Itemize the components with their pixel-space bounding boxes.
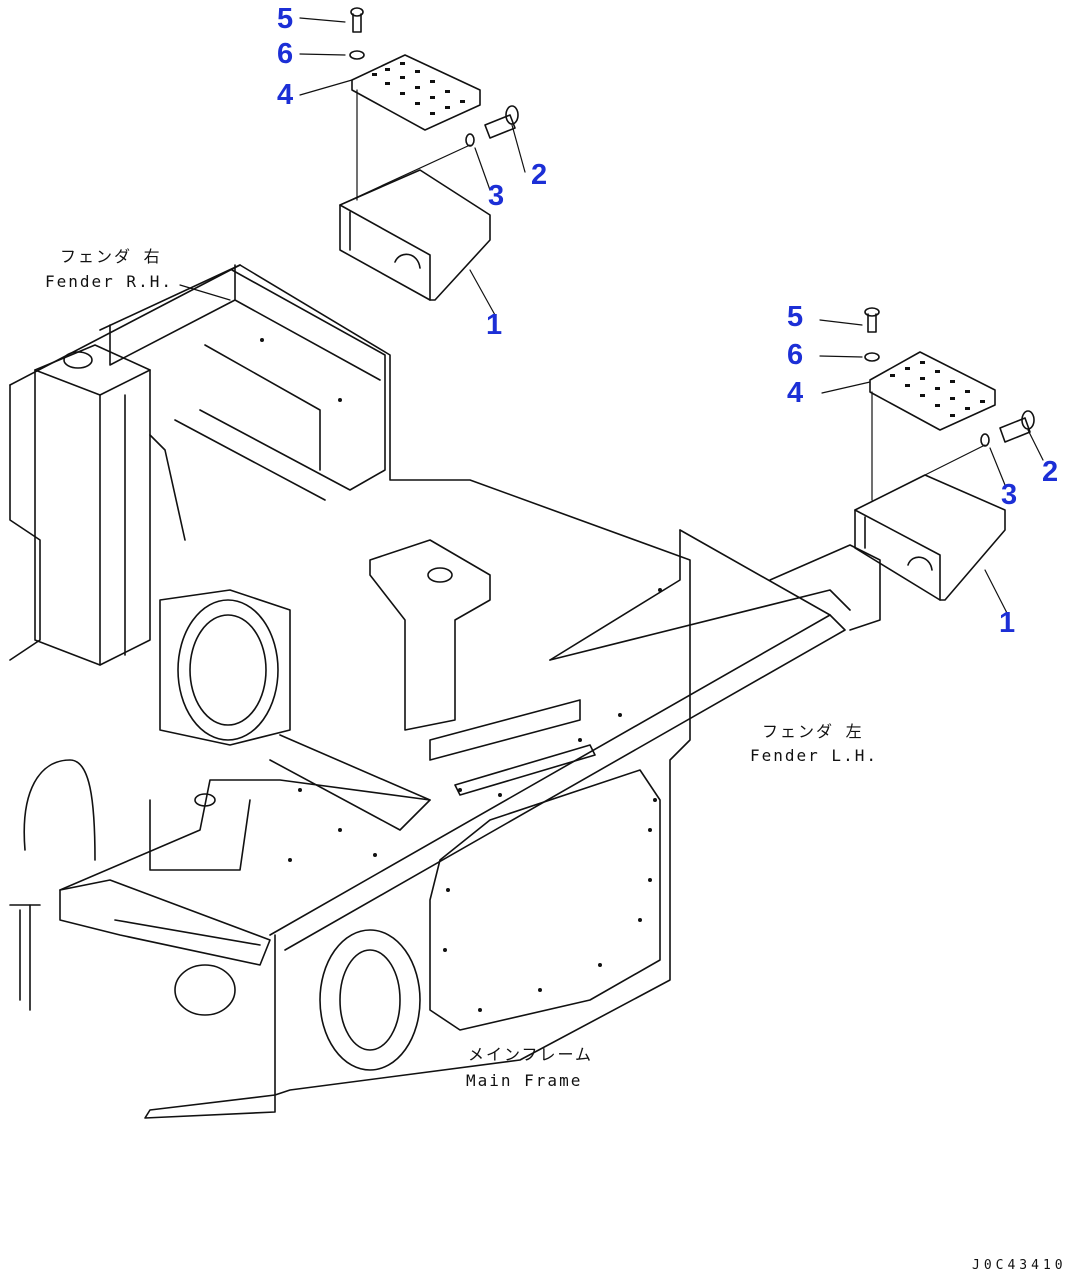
step-plate-lower bbox=[869, 351, 996, 431]
washer-upper bbox=[349, 50, 365, 60]
frame-holes bbox=[260, 338, 662, 1012]
main-frame-label-jp: メインフレーム bbox=[468, 1045, 594, 1064]
step-plate-upper bbox=[351, 54, 481, 131]
callout-2-lower[interactable]: 2 bbox=[1042, 456, 1059, 488]
bolt-upper bbox=[350, 7, 364, 33]
main-frame-outline bbox=[9, 264, 881, 1119]
fender-lh-label-en: Fender L.H. bbox=[750, 746, 878, 765]
fender-rh-label-jp: フェンダ 右 bbox=[60, 247, 162, 266]
callout-4-upper[interactable]: 4 bbox=[277, 79, 294, 111]
fender-rh-label-en: Fender R.H. bbox=[45, 272, 173, 291]
bolt-lower bbox=[864, 307, 880, 333]
step-plate-upper-holes bbox=[372, 62, 465, 115]
drawing-code: J0C43410 bbox=[972, 1258, 1067, 1273]
callout-5-lower[interactable]: 5 bbox=[787, 301, 804, 333]
callout-4-lower[interactable]: 4 bbox=[787, 377, 804, 409]
callout-6-upper[interactable]: 6 bbox=[277, 38, 294, 70]
callout-1-upper[interactable]: 1 bbox=[486, 309, 503, 341]
washer-lower bbox=[864, 352, 880, 362]
leader-lines-lower bbox=[819, 319, 1044, 616]
callout-2-upper[interactable]: 2 bbox=[531, 159, 548, 191]
callout-1-lower[interactable]: 1 bbox=[999, 607, 1016, 639]
side-bolt-lower bbox=[980, 410, 1035, 447]
callout-6-lower[interactable]: 6 bbox=[787, 339, 804, 371]
main-frame-label-en: Main Frame bbox=[466, 1071, 583, 1090]
leader-lines-upper bbox=[299, 17, 526, 316]
fender-cover-lower bbox=[854, 474, 1006, 601]
label-leaders bbox=[179, 284, 231, 301]
callout-5-upper[interactable]: 5 bbox=[277, 3, 294, 35]
side-bolt-upper bbox=[465, 105, 519, 147]
fender-cover-upper bbox=[339, 169, 491, 301]
fender-lh-label-jp: フェンダ 左 bbox=[762, 722, 864, 741]
step-plate-lower-holes bbox=[890, 361, 985, 417]
callout-3-upper[interactable]: 3 bbox=[488, 180, 505, 212]
callout-3-lower[interactable]: 3 bbox=[1001, 479, 1018, 511]
